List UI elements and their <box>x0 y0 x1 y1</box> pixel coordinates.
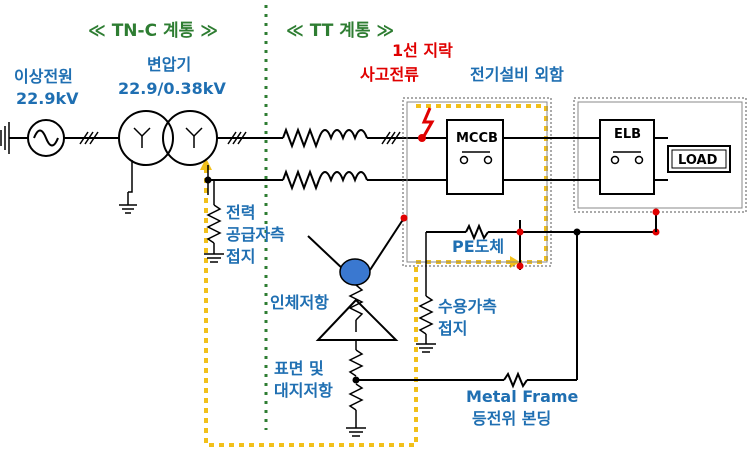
lightning-fault-icon <box>418 107 435 142</box>
fault-label-2: 사고전류 <box>360 65 419 84</box>
supply-ground-label-1: 전력 <box>226 203 255 222</box>
source-name: 이상전원 <box>14 67 73 86</box>
pe-conductor-icon <box>426 208 660 270</box>
enclosure-inner <box>406 101 548 263</box>
load-label: LOAD <box>678 153 718 168</box>
header-tnc: ≪ TN-C 계통 ≫ <box>88 21 218 41</box>
transformer-ground-icon <box>119 160 137 214</box>
elb-label: ELB <box>614 127 641 142</box>
elb-icon <box>599 119 655 195</box>
enclosure-outer <box>402 97 552 267</box>
source-ground-icon <box>0 122 28 154</box>
surface-label-1: 표면 및 <box>274 359 324 378</box>
pe-conductor-label: PE도체 <box>452 237 504 256</box>
bonding-label: 등전위 본딩 <box>472 409 551 428</box>
header-tt: ≪ TT 계통 ≫ <box>286 21 394 41</box>
elb-panel-outer <box>573 97 747 213</box>
transformer-icon <box>118 110 218 166</box>
surface-label-2: 대지저항 <box>274 381 333 400</box>
load-box <box>667 145 731 173</box>
source-voltage: 22.9kV <box>16 89 79 108</box>
three-phase-marks-tt <box>381 131 401 145</box>
consumer-ground-label-2: 접지 <box>438 319 467 338</box>
transformer-name: 변압기 <box>147 55 191 74</box>
supply-ground-label-3: 접지 <box>226 247 255 266</box>
metal-frame-label: Metal Frame <box>466 387 579 406</box>
three-phase-marks-primary <box>79 131 99 145</box>
body-resistance-label: 인체저항 <box>270 293 329 312</box>
elb-panel-inner <box>577 101 743 209</box>
ac-source-icon <box>27 119 65 157</box>
supply-ground-label-2: 공급자측 <box>226 225 285 244</box>
mccb-label: MCCB <box>456 131 498 146</box>
three-phase-marks-secondary <box>227 131 247 145</box>
fault-label-1: 1선 지락 <box>392 41 453 60</box>
consumer-ground-icon <box>416 232 436 353</box>
mccb-icon <box>446 119 504 195</box>
supplier-ground-icon <box>204 180 224 263</box>
enclosure-label: 전기설비 외함 <box>470 65 564 84</box>
consumer-ground-label-1: 수용가측 <box>438 297 497 316</box>
human-body-icon <box>307 214 408 437</box>
bonding-line <box>356 232 578 389</box>
transformer-ratio: 22.9/0.38kV <box>118 79 226 98</box>
